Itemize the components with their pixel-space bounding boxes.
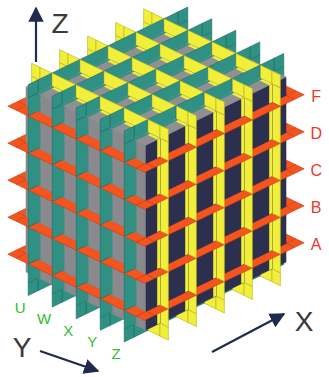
plate-face <box>269 84 272 104</box>
plate-face <box>136 164 154 173</box>
axis-label: Z <box>51 10 68 38</box>
row-label: X <box>63 322 73 337</box>
plate-face <box>144 9 152 26</box>
plate-face <box>178 7 188 25</box>
plate-piece <box>32 63 40 80</box>
plate-face <box>134 139 136 159</box>
plate-face <box>136 312 154 321</box>
plate-face <box>185 125 188 145</box>
plate-piece <box>226 30 236 48</box>
plate-face <box>250 42 260 60</box>
plate-face <box>62 104 64 124</box>
plate-face <box>32 63 40 80</box>
plate-face <box>134 132 160 145</box>
cube-face-cell <box>134 132 160 145</box>
plate-piece <box>160 125 168 142</box>
plate-face <box>188 112 196 129</box>
plate-piece <box>136 238 154 247</box>
plate-face <box>274 53 284 71</box>
plate-face <box>157 138 160 158</box>
plate-face <box>134 132 150 140</box>
plate-face <box>241 97 244 117</box>
plate-piece <box>274 53 284 71</box>
plate-piece <box>136 201 154 210</box>
plate-face <box>216 98 224 115</box>
plate-piece <box>136 312 154 321</box>
plate-piece <box>28 80 38 98</box>
level-label: C <box>310 163 322 179</box>
plate-face <box>124 126 134 144</box>
plate-piece <box>244 84 252 101</box>
plate-face <box>110 128 112 148</box>
plate-face <box>202 19 212 37</box>
plate-piece <box>144 9 152 26</box>
axis-label: Y <box>13 334 32 362</box>
plate-face <box>86 116 88 136</box>
plate-piece <box>250 42 260 60</box>
level-label: F <box>311 89 321 105</box>
plate-piece <box>136 164 154 173</box>
plate-face <box>62 98 78 106</box>
level-label: D <box>310 126 322 142</box>
plate-face <box>38 93 40 113</box>
plate-face <box>272 71 280 88</box>
level-label: B <box>311 200 322 216</box>
plate-face <box>110 121 126 129</box>
plate-piece <box>136 275 154 284</box>
plate-piece <box>188 112 196 129</box>
plate-piece <box>60 50 68 67</box>
plate-face <box>60 50 68 67</box>
plate-piece <box>116 22 124 39</box>
plate-face <box>213 111 216 131</box>
plate-piece <box>216 98 224 115</box>
plate-face <box>136 201 154 210</box>
grid-cube <box>8 7 304 342</box>
row-label: W <box>37 311 51 326</box>
row-label: Z <box>112 345 121 360</box>
plate-face <box>76 103 86 121</box>
plate-face <box>100 115 110 133</box>
plate-face <box>52 91 62 109</box>
axis-label: X <box>295 308 314 336</box>
plate-piece <box>272 71 280 88</box>
plate-piece <box>124 126 134 144</box>
plate-face <box>88 36 96 53</box>
plate-piece <box>178 7 188 25</box>
plate-face <box>160 125 168 142</box>
plate-face <box>136 275 154 284</box>
plate-face <box>226 30 236 48</box>
level-label: A <box>311 237 322 253</box>
plate-face <box>116 22 124 39</box>
plate-face <box>136 238 154 247</box>
plate-piece <box>76 103 86 121</box>
plate-face <box>28 80 38 98</box>
plate-face <box>38 86 54 94</box>
axis-arrow <box>35 8 37 62</box>
plate-piece <box>100 115 110 133</box>
plate-face <box>86 109 102 117</box>
plate-piece <box>52 91 62 109</box>
plate-piece <box>202 19 212 37</box>
row-label: U <box>15 299 26 314</box>
plate-face <box>244 84 252 101</box>
axis-arrow <box>212 314 284 352</box>
row-label: Y <box>87 334 97 349</box>
axis-arrow <box>40 351 98 371</box>
plate-piece <box>88 36 96 53</box>
